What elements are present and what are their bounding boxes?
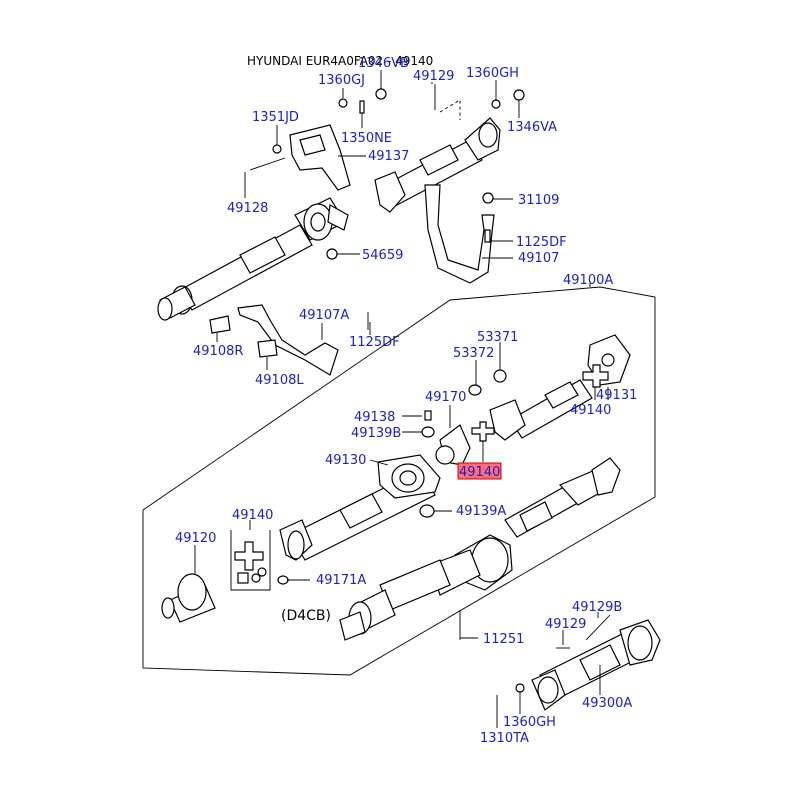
label-1350NE[interactable]: 1350NE [341, 131, 392, 146]
label-49128[interactable]: 49128 [227, 201, 268, 216]
label-49107[interactable]: 49107 [518, 251, 559, 266]
label-49140-right[interactable]: 49140 [570, 403, 611, 418]
label-49108L[interactable]: 49108L [255, 373, 304, 388]
label-1351JD[interactable]: 1351JD [252, 110, 299, 125]
label-11251[interactable]: 11251 [483, 632, 524, 647]
label-1310TA[interactable]: 1310TA [480, 731, 529, 746]
label-49100A[interactable]: 49100A [563, 273, 613, 288]
label-31109[interactable]: 31109 [518, 193, 559, 208]
label-54659[interactable]: 54659 [362, 248, 403, 263]
label-49137[interactable]: 49137 [368, 149, 409, 164]
label-49130[interactable]: 49130 [325, 453, 366, 468]
label-49300A[interactable]: 49300A [582, 696, 632, 711]
label-49170[interactable]: 49170 [425, 390, 466, 405]
label-49129-top[interactable]: 49129 [413, 69, 454, 84]
assembly-frame [142, 286, 656, 676]
label-49131[interactable]: 49131 [596, 388, 637, 403]
label-1360GJ[interactable]: 1360GJ [318, 73, 365, 88]
part-labels: 1346VB 1360GJ 49129 1360GH 1351JD 1350NE… [175, 56, 637, 746]
label-49140-left[interactable]: 49140 [232, 508, 273, 523]
label-49129-low[interactable]: 49129 [545, 617, 586, 632]
highlight-box-49140 [457, 462, 502, 480]
label-49108R[interactable]: 49108R [193, 344, 243, 359]
label-49120[interactable]: 49120 [175, 531, 216, 546]
label-49140-highlighted[interactable]: 49140 [459, 465, 500, 480]
leader-lines [194, 70, 609, 728]
label-49139A[interactable]: 49139A [456, 504, 506, 519]
bracket-set [209, 304, 369, 376]
strap-49107 [424, 184, 495, 284]
rear-shaft-49300A [496, 614, 661, 718]
label-49138[interactable]: 49138 [354, 410, 395, 425]
label-53372[interactable]: 53372 [453, 346, 494, 361]
label-1125DF-mid[interactable]: 1125DF [349, 335, 400, 350]
label-1360GH-top[interactable]: 1360GH [466, 66, 519, 81]
label-49139B[interactable]: 49139B [351, 426, 401, 441]
label-49171A[interactable]: 49171A [316, 573, 366, 588]
top-hardware [249, 84, 525, 260]
label-1346VA[interactable]: 1346VA [507, 120, 557, 135]
label-1346VB[interactable]: 1346VB [358, 56, 409, 71]
lower-propeller-shaft [161, 334, 631, 641]
diagram-header: HYUNDAI EUR4A0FA02 - 49140 [247, 54, 433, 68]
label-53371[interactable]: 53371 [477, 330, 518, 345]
label-49107A[interactable]: 49107A [299, 308, 349, 323]
variant-label: (D4CB) [281, 608, 331, 624]
label-1360GH-low[interactable]: 1360GH [503, 715, 556, 730]
upper-propeller-shaft [157, 99, 501, 321]
label-49129B[interactable]: 49129B [572, 600, 622, 615]
label-1125DF-top[interactable]: 1125DF [516, 235, 567, 250]
